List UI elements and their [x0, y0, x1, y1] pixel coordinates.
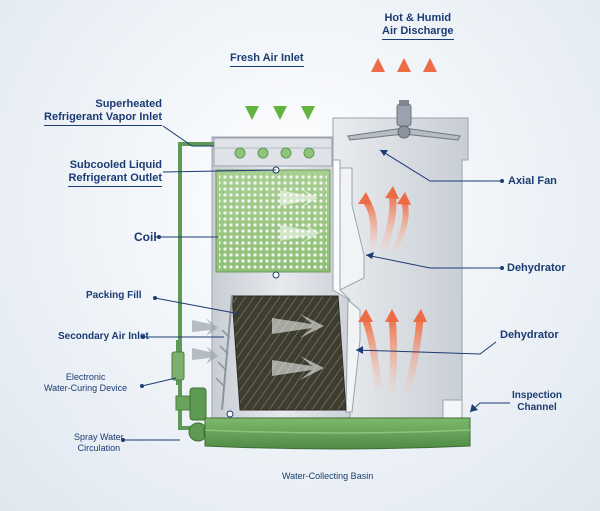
internal-airflow-arrows	[272, 188, 324, 380]
bullet-dot	[157, 235, 161, 239]
label-secondary-air-inlet: Secondary Air Inlet	[58, 331, 149, 342]
secondary-air-louvers	[215, 329, 231, 387]
leader-lines	[123, 125, 510, 441]
axial-fan-icon	[347, 100, 461, 141]
label-inspection-channel: Inspection Channel	[512, 390, 563, 413]
label-coil: Coil	[134, 230, 157, 244]
label-superheated-vapor-inlet: Superheated Refrigerant Vapor Inlet	[44, 98, 162, 126]
bullet-dot	[140, 384, 144, 388]
packing-fill	[221, 295, 347, 411]
label-spray-water-circulation: Spray Water Circulation	[74, 432, 124, 453]
label-packing-fill: Packing Fill	[86, 290, 142, 301]
fan-grille-icon	[234, 147, 315, 159]
hot-air-arrows-lower	[358, 309, 427, 393]
secondary-air-arrows	[192, 318, 218, 364]
hot-air-arrows-upper	[358, 186, 411, 252]
label-electronic-water-curing: Electronic Water-Curing Device	[44, 372, 128, 393]
bullet-dot	[153, 296, 157, 300]
bullet-dot	[500, 266, 504, 270]
coil-block	[215, 169, 331, 273]
label-subcooled-liquid-outlet: Subcooled Liquid Refrigerant Outlet	[68, 159, 162, 187]
label-fresh-air-inlet: Fresh Air Inlet	[230, 52, 304, 67]
label-axial-fan: Axial Fan	[508, 175, 557, 187]
leader-arrowheads	[356, 150, 478, 412]
fresh-air-arrows	[245, 90, 315, 120]
bullet-dot	[141, 335, 145, 339]
label-dehydrator-lower: Dehydrator	[500, 329, 559, 341]
discharge-arrows	[371, 58, 437, 95]
bullet-dot	[121, 438, 125, 442]
refrigerant-piping	[176, 142, 214, 430]
bullet-dot	[500, 179, 504, 183]
label-hot-humid-air-discharge: Hot & Humid Air Discharge	[382, 12, 454, 40]
water-curing-device	[171, 351, 185, 381]
label-dehydrator-upper: Dehydrator	[507, 262, 566, 274]
label-water-collecting-basin: Water-Collecting Basin	[282, 471, 374, 481]
water-collecting-basin	[204, 417, 471, 450]
